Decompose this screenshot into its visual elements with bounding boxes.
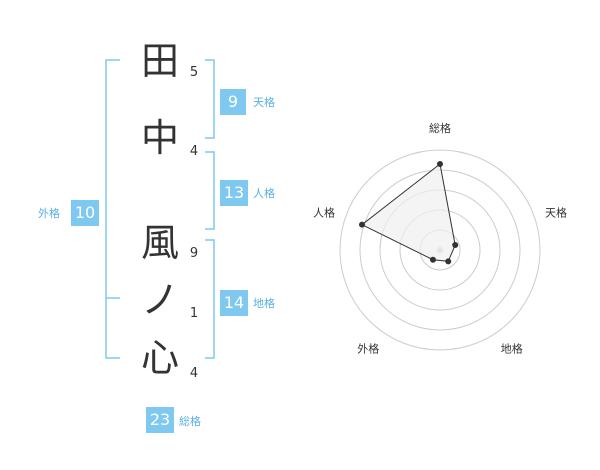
radar-point-1 [437,161,443,167]
stroke-count-1: 5 [189,65,199,80]
radar-axis-label-2: 天格 [545,205,567,219]
radar-point-2 [452,242,459,249]
radar-point-5 [359,221,366,228]
stroke-count-2: 4 [189,144,199,159]
name-char-3: 風 [140,221,179,265]
gaikaku-bracket [105,59,120,359]
jinkaku-value-badge: 13 [220,180,248,206]
soukaku-label: 総格 [179,415,201,428]
radar-point-4 [429,256,436,263]
name-char-1: 田 [140,39,179,83]
stroke-count-3: 9 [189,246,199,261]
tenkaku-value-badge: 9 [220,89,246,115]
chikaku-bracket [205,239,215,359]
radar-axis-label-4: 外格 [357,342,379,356]
radar-polygon [361,163,456,262]
chikaku-value-badge: 14 [220,290,248,316]
radar-axis-label-3: 地格 [501,342,523,356]
name-char-5: 心 [140,336,179,380]
tenkaku-label: 天格 [253,96,275,109]
name-char-4: ノ [140,278,179,322]
jinkaku-label: 人格 [253,187,275,200]
radar-ring-5 [339,149,541,351]
stroke-count-4: 1 [189,306,199,321]
radar-point-3 [445,258,452,265]
tenkaku-bracket [205,59,215,139]
stroke-count-5: 4 [189,366,199,381]
soukaku-value-badge: 23 [146,407,174,433]
gaikaku-label: 外格 [38,207,60,220]
radar-axis-label-5: 人格 [313,205,335,219]
chikaku-label: 地格 [253,297,275,310]
jinkaku-bracket [205,151,215,230]
radar-axis-label-1: 総格 [429,121,451,135]
gaikaku-value-badge: 10 [71,200,99,226]
name-char-2: 中 [140,116,179,160]
